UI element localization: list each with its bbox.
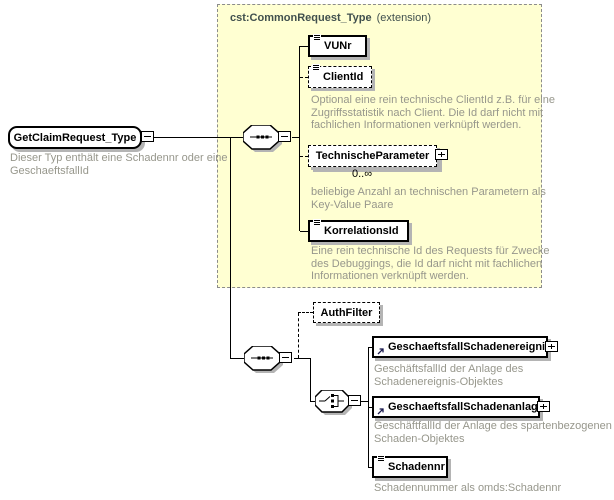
occurs-label: 0..∞: [352, 168, 373, 180]
element-geschaeftsfallschadenereignis[interactable]: GeschaeftsfallSchadenereignis: [372, 336, 558, 358]
element-korrelationsid[interactable]: KorrelationsId: [308, 219, 409, 242]
element-name: TechnischeParameter: [315, 150, 430, 162]
collapse-toggle[interactable]: [279, 352, 292, 363]
element-name: AuthFilter: [320, 306, 373, 319]
annotation-korrelationsid: Eine rein technische Id des Requests für…: [311, 245, 550, 282]
reference-arrow-icon: [377, 406, 385, 415]
annotation-root: Dieser Typ enthält eine Schadennr oder e…: [10, 152, 228, 177]
connector: [368, 347, 373, 348]
collapse-toggle[interactable]: [278, 131, 291, 142]
connector: [292, 137, 300, 138]
annotation-technischeparameter: beliebige Anzahl an technischen Paramete…: [311, 186, 546, 211]
text-lines-icon: [313, 219, 321, 226]
element-name: ClientId: [323, 71, 364, 83]
annotation-geschaeftsfallschadenanlage: GeschäftfallId der Anlage des spartenbez…: [374, 420, 612, 445]
connector-optional: [298, 313, 299, 358]
connector: [368, 407, 373, 408]
element-authfilter[interactable]: AuthFilter: [313, 302, 380, 323]
connector: [300, 46, 308, 47]
annotation-geschaeftsfallschadenereignis: GeschäftsfallId der Anlage des Schadener…: [374, 363, 524, 388]
expand-toggle[interactable]: [435, 149, 448, 160]
expand-toggle[interactable]: [545, 341, 558, 352]
element-name: KorrelationsId: [324, 225, 399, 237]
extension-label: cst:CommonRequest_Type (extension): [228, 12, 431, 24]
expand-toggle[interactable]: [537, 401, 550, 412]
connector-optional: [300, 77, 308, 78]
extension-type-name: cst:CommonRequest_Type: [230, 12, 372, 24]
annotation-schadennr: Schadennummer als omds:Schadennr: [374, 482, 562, 494]
element-name: GeschaeftsfallSchadenanlage: [388, 401, 544, 413]
text-lines-icon: [313, 34, 321, 41]
element-name: GetClaimRequest_Type: [13, 131, 137, 144]
connector: [361, 401, 369, 402]
element-technischeparameter[interactable]: TechnischeParameter: [308, 145, 448, 167]
element-clientid[interactable]: ClientId: [308, 64, 372, 88]
collapse-toggle[interactable]: [348, 395, 361, 406]
choice-compositor-icon[interactable]: [314, 389, 353, 421]
connector: [368, 467, 373, 468]
text-lines-icon: [312, 64, 320, 71]
connector: [310, 401, 316, 402]
connector-optional: [298, 312, 313, 313]
element-name: Schadennr: [388, 461, 445, 473]
extension-suffix: (extension): [376, 12, 432, 24]
connector: [294, 358, 311, 359]
element-getclaimrequest-type[interactable]: GetClaimRequest_Type: [8, 126, 142, 149]
collapse-toggle[interactable]: [141, 131, 154, 142]
element-name: GeschaeftsfallSchadenereignis: [388, 341, 552, 353]
connector: [230, 358, 245, 359]
connector: [300, 231, 308, 232]
connector: [299, 46, 300, 231]
element-geschaeftsfallschadenanlage[interactable]: GeschaeftsfallSchadenanlage: [372, 396, 550, 418]
connector: [310, 358, 311, 401]
text-lines-icon: [377, 455, 385, 462]
sequence-compositor-icon[interactable]: [242, 124, 283, 158]
sequence-compositor-icon[interactable]: [243, 345, 284, 379]
connector: [153, 137, 243, 138]
element-schadennr[interactable]: Schadennr: [372, 455, 448, 478]
element-vunr[interactable]: VUNr: [308, 34, 367, 57]
connector: [230, 137, 231, 358]
annotation-clientid: Optional eine rein technische ClientId z…: [311, 94, 555, 131]
element-name: VUNr: [324, 40, 352, 52]
reference-arrow-icon: [377, 346, 385, 355]
connector-optional: [300, 156, 308, 157]
